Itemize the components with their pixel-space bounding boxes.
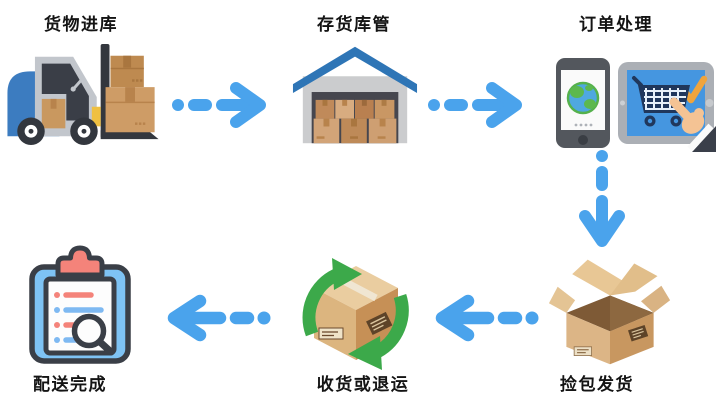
arrow-receive-to-complete bbox=[160, 292, 272, 344]
step-label-goods-inbound: 货物进库 bbox=[44, 15, 118, 34]
recycle-box-icon bbox=[302, 258, 409, 370]
step-delivery-complete bbox=[25, 243, 135, 365]
step-label-delivery-complete: 配送完成 bbox=[33, 375, 107, 394]
step-goods-inbound bbox=[4, 42, 162, 146]
forklift-truck-icon bbox=[7, 43, 159, 146]
open-box-icon bbox=[548, 259, 671, 365]
pointing-hand-icon bbox=[669, 97, 716, 152]
phone-tablet-shopping-icon bbox=[556, 58, 716, 152]
arrow-pack-to-receive bbox=[428, 292, 540, 344]
arrow-storage-to-order bbox=[426, 80, 524, 130]
step-label-receive-or-return: 收货或退运 bbox=[316, 375, 410, 394]
step-pack-ship bbox=[547, 253, 673, 367]
step-label-inventory-storage: 存货库管 bbox=[317, 15, 391, 34]
dashed-arrow-right-icon bbox=[428, 82, 522, 128]
dashed-arrow-left-icon bbox=[167, 294, 271, 342]
tablet-cart-icon bbox=[618, 62, 714, 144]
step-inventory-storage bbox=[291, 40, 419, 146]
dashed-arrow-down-icon bbox=[579, 150, 625, 247]
arrow-inbound-to-storage bbox=[170, 80, 268, 130]
dashed-arrow-left-icon bbox=[435, 294, 539, 342]
step-label-pack-ship: 捡包发货 bbox=[560, 375, 634, 394]
smartphone-globe-icon bbox=[556, 58, 610, 148]
step-receive-or-return bbox=[286, 246, 426, 372]
warehouse-icon bbox=[292, 46, 418, 144]
arrow-order-to-pack bbox=[576, 148, 628, 252]
recycle-arrows-icon bbox=[302, 258, 409, 370]
step-label-order-processing: 订单处理 bbox=[579, 15, 653, 34]
dashed-arrow-right-icon bbox=[172, 82, 266, 128]
step-order-processing bbox=[546, 52, 716, 152]
magnifier-icon bbox=[71, 313, 115, 356]
delivery-checklist-icon bbox=[29, 245, 131, 364]
